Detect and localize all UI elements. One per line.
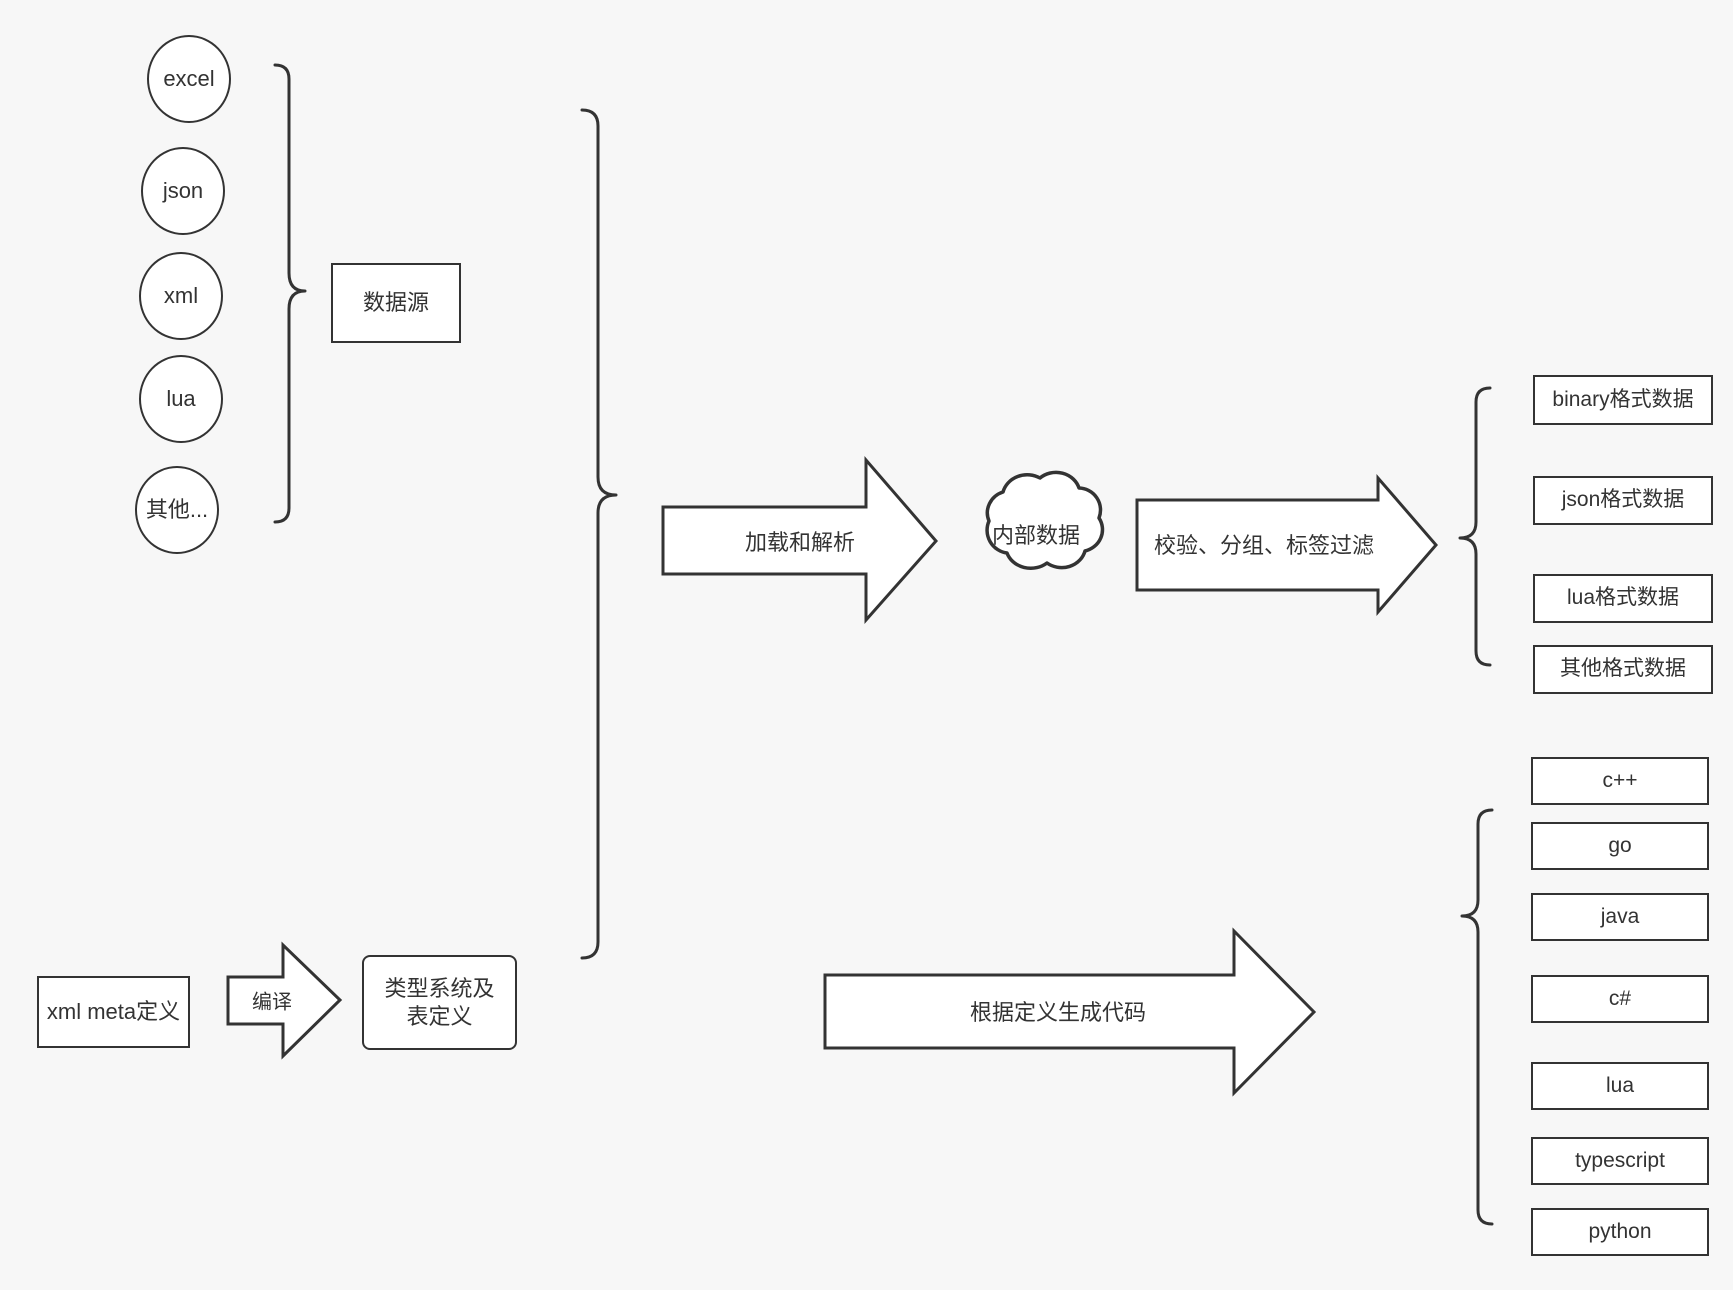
data-source-group-box[interactable]: 数据源 (331, 263, 461, 343)
arrow-load-parse-label: 加载和解析 (744, 530, 856, 555)
output-format-other[interactable]: 其他格式数据 (1533, 645, 1713, 694)
xml-meta-definition-label: xml meta定义 (46, 999, 181, 1025)
output-language-java[interactable]: java (1531, 893, 1709, 941)
output-language-label: python (1588, 1219, 1652, 1243)
data-source-lua[interactable]: lua (139, 355, 223, 443)
output-language-label: go (1608, 833, 1632, 857)
data-source-other[interactable]: 其他... (135, 466, 219, 554)
type-system-label: 类型系统及表定义 (384, 976, 495, 1029)
data-source-label: lua (166, 386, 196, 412)
output-format-label: json格式数据 (1561, 488, 1685, 512)
output-format-label: 其他格式数据 (1560, 657, 1686, 681)
output-language-go[interactable]: go (1531, 822, 1709, 870)
output-format-json[interactable]: json格式数据 (1533, 476, 1713, 525)
output-format-label: lua格式数据 (1566, 586, 1680, 610)
data-source-group-label: 数据源 (362, 290, 429, 316)
type-system-box[interactable]: 类型系统及表定义 (362, 955, 517, 1050)
data-source-label: 其他... (145, 497, 209, 523)
output-language-typescript[interactable]: typescript (1531, 1137, 1709, 1185)
data-source-excel[interactable]: excel (147, 35, 231, 123)
cloud-internal-data-label: 内部数据 (991, 523, 1081, 548)
output-language-cpp[interactable]: c++ (1531, 757, 1709, 805)
arrow-generate-code-label: 根据定义生成代码 (969, 1000, 1147, 1025)
output-language-csharp[interactable]: c# (1531, 975, 1709, 1023)
output-language-python[interactable]: python (1531, 1208, 1709, 1256)
data-source-label: excel (163, 66, 215, 92)
brace-output-languages (1460, 808, 1494, 1226)
data-source-label: xml (163, 283, 199, 309)
data-source-xml[interactable]: xml (139, 252, 223, 340)
output-language-lua[interactable]: lua (1531, 1062, 1709, 1110)
output-format-lua[interactable]: lua格式数据 (1533, 574, 1713, 623)
brace-data-sources (273, 63, 307, 524)
data-source-json[interactable]: json (141, 147, 225, 235)
output-format-binary[interactable]: binary格式数据 (1533, 375, 1713, 425)
output-format-label: binary格式数据 (1552, 387, 1694, 411)
xml-meta-definition-box[interactable]: xml meta定义 (37, 976, 190, 1048)
arrow-compile-label: 编译 (252, 991, 292, 1014)
output-language-label: c++ (1602, 768, 1638, 792)
output-language-label: typescript (1575, 1148, 1665, 1172)
arrow-validate-label: 校验、分组、标签过滤 (1153, 533, 1375, 558)
output-language-label: lua (1605, 1073, 1635, 1097)
brace-output-formats (1458, 386, 1492, 667)
output-language-label: c# (1608, 986, 1632, 1010)
output-language-label: java (1600, 904, 1640, 928)
brace-pipeline-input (580, 108, 618, 960)
data-source-label: json (162, 178, 204, 204)
